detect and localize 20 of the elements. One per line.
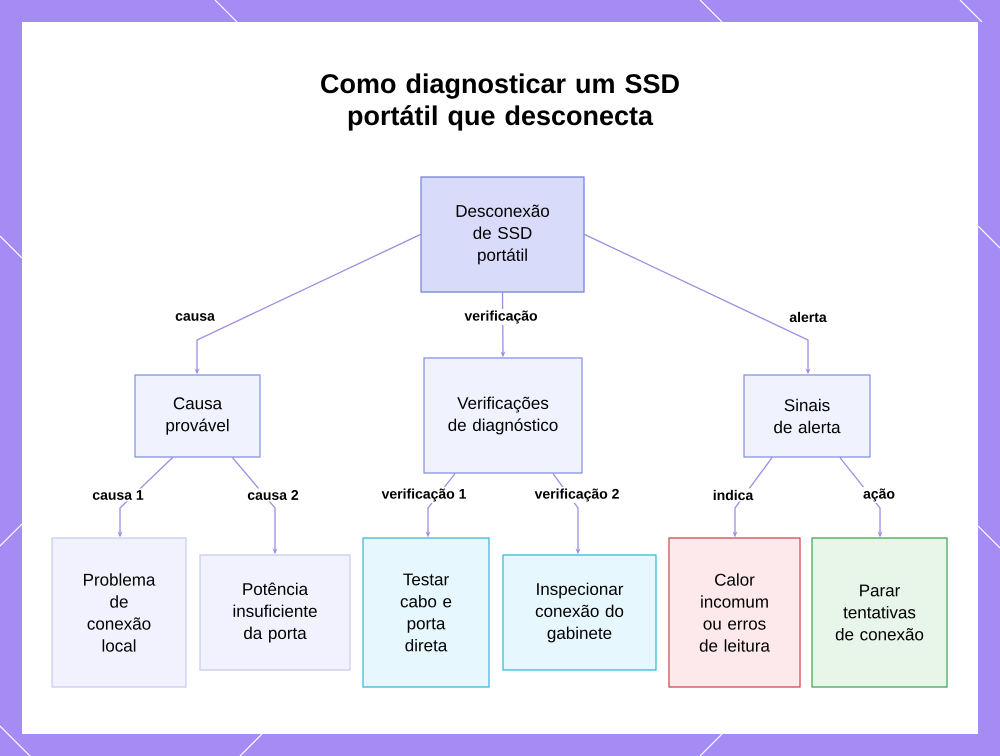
- edge-label: verificação 1: [380, 486, 468, 504]
- edge-label: verificação 2: [533, 486, 621, 504]
- process-box: Testar cabo e porta direta: [362, 537, 490, 688]
- process-box: Verificações de diagnóstico: [423, 357, 583, 474]
- process-box: Desconexão de SSD portátil: [420, 176, 585, 293]
- process-box: Parar tentativas de conexão: [811, 537, 948, 688]
- process-box: Calor incomum ou erros de leitura: [668, 537, 801, 688]
- edge-label: ação: [862, 487, 896, 503]
- process-box: Problema de conexão local: [51, 537, 187, 688]
- edge-label: alerta: [788, 310, 828, 324]
- process-box: Causa provável: [134, 374, 261, 458]
- process-box: Sinais de alerta: [743, 374, 871, 458]
- edge-label: verificação: [462, 308, 540, 326]
- process-box: Potência insuficiente da porta: [199, 554, 351, 671]
- title: Como diagnosticar um SSD portátil que desconecta: [321, 73, 679, 131]
- edge-label: causa 1: [90, 488, 146, 502]
- edge-label: indica: [711, 488, 755, 502]
- edge-label: causa 2: [246, 488, 300, 502]
- edge-label: causa: [174, 312, 216, 322]
- process-box: Inspecionar conexão do gabinete: [502, 554, 657, 671]
